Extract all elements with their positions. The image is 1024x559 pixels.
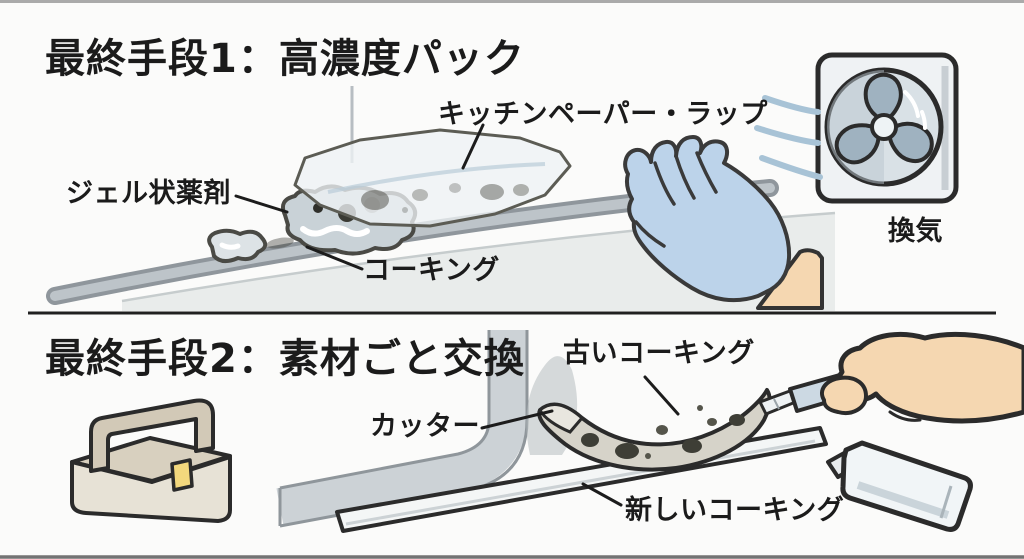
cutter-and-hand [758, 331, 1024, 424]
panel2-leader-lines [480, 375, 680, 507]
caulk-tube-icon [826, 440, 973, 532]
gel-drip [207, 228, 268, 263]
label-cutter: カッター [370, 411, 480, 442]
hand-skin [836, 331, 1024, 424]
thumb [820, 375, 868, 415]
label-kitchen-paper-wrap: キッチンペーパー・ラップ [438, 99, 768, 130]
panel2-title: 最終手段2：素材ごと交換 [45, 336, 525, 382]
label-old-caulking: 古いコーキング [563, 338, 755, 369]
label-new-caulking: 新しいコーキング [625, 495, 845, 526]
toolbox-handle [89, 398, 215, 473]
panel1-illustration [46, 52, 959, 311]
panel1-leader-lines [234, 123, 485, 271]
glove-hand [623, 135, 792, 303]
air-flow-lines [754, 95, 823, 180]
panel1-title: 最終手段1：高濃度パック [45, 36, 525, 82]
panel2-illustration [70, 330, 1024, 533]
ventilation-fan-icon [815, 52, 959, 204]
label-gel-agent: ジェル状薬剤 [66, 178, 231, 209]
arm-skin [756, 248, 824, 310]
toolbox-icon [70, 398, 232, 523]
label-ventilation: 換気 [888, 216, 943, 247]
toolbox-latch [170, 458, 194, 492]
wrap-sheet [293, 128, 572, 228]
label-caulking: コーキング [363, 255, 500, 286]
